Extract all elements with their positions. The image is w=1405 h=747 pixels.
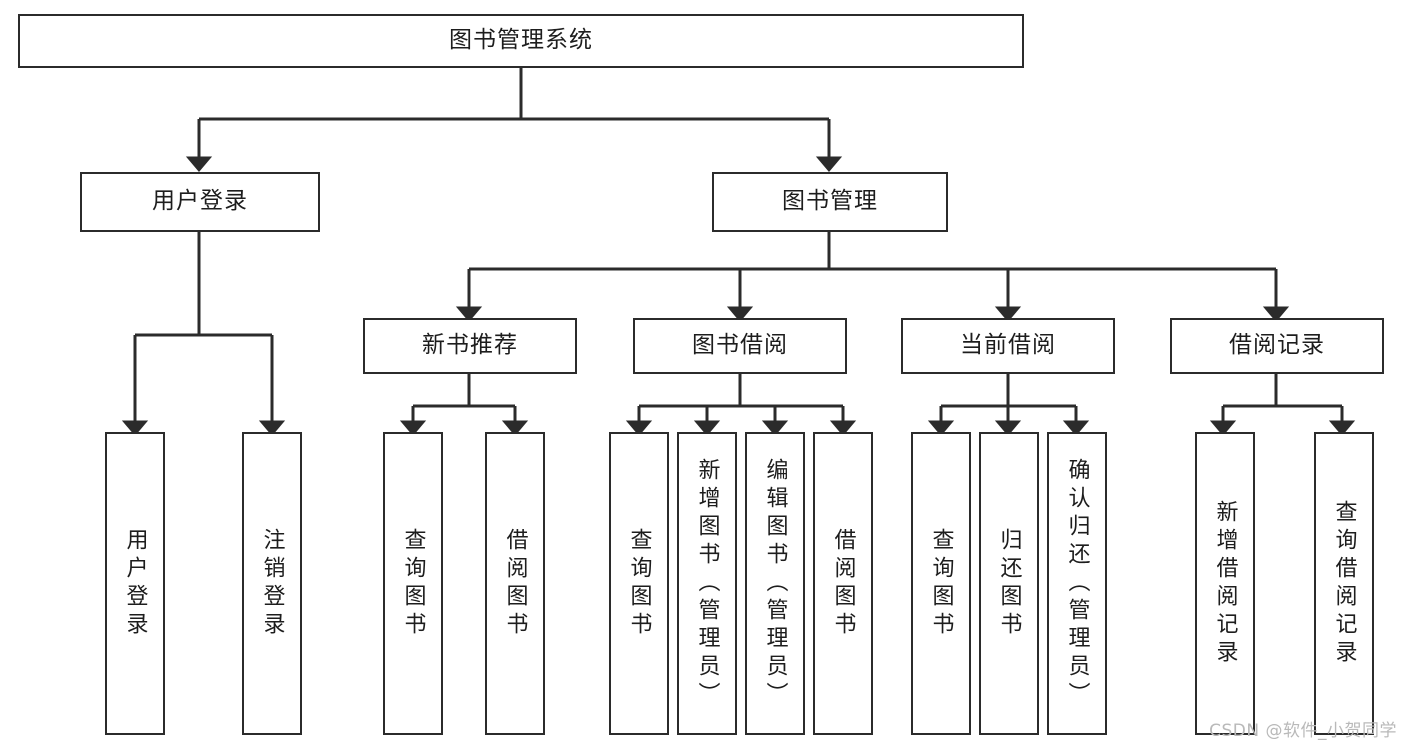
leaf-current-confirm-return[interactable]: 确认归还（管理员） <box>1047 432 1107 735</box>
node-new-book-recommend[interactable]: 新书推荐 <box>363 318 577 374</box>
leaf-label: 新增借阅记录 <box>1212 499 1238 668</box>
leaf-label: 查询图书 <box>626 527 652 640</box>
node-book-borrow-label: 图书借阅 <box>692 332 788 359</box>
leaf-label: 编辑图书（管理员） <box>762 457 788 710</box>
node-new-book-recommend-label: 新书推荐 <box>422 332 518 359</box>
node-user-login[interactable]: 用户登录 <box>80 172 320 232</box>
node-borrow-record-label: 借阅记录 <box>1229 332 1325 359</box>
leaf-label: 查询图书 <box>928 527 954 640</box>
node-root[interactable]: 图书管理系统 <box>18 14 1024 68</box>
leaf-borrow-edit-book[interactable]: 编辑图书（管理员） <box>745 432 805 735</box>
leaf-label: 借阅图书 <box>502 527 528 640</box>
node-current-borrow[interactable]: 当前借阅 <box>901 318 1115 374</box>
node-book-management[interactable]: 图书管理 <box>712 172 948 232</box>
leaf-user-login-logout[interactable]: 注销登录 <box>242 432 302 735</box>
node-root-label: 图书管理系统 <box>449 27 593 54</box>
leaf-new-book-borrow[interactable]: 借阅图书 <box>485 432 545 735</box>
node-book-management-label: 图书管理 <box>782 188 878 215</box>
node-current-borrow-label: 当前借阅 <box>960 332 1056 359</box>
leaf-label: 查询借阅记录 <box>1331 499 1357 668</box>
csdn-watermark: CSDN @软件_小贺同学 <box>1209 721 1397 741</box>
leaf-label: 查询图书 <box>400 527 426 640</box>
leaf-label: 借阅图书 <box>830 527 856 640</box>
node-user-login-label: 用户登录 <box>152 188 248 215</box>
leaf-new-book-query[interactable]: 查询图书 <box>383 432 443 735</box>
leaf-borrow-query-book[interactable]: 查询图书 <box>609 432 669 735</box>
leaf-user-login-login[interactable]: 用户登录 <box>105 432 165 735</box>
leaf-record-add[interactable]: 新增借阅记录 <box>1195 432 1255 735</box>
leaf-current-return-book[interactable]: 归还图书 <box>979 432 1039 735</box>
leaf-label: 注销登录 <box>259 527 285 640</box>
leaf-label: 确认归还（管理员） <box>1064 457 1090 710</box>
leaf-borrow-borrow-book[interactable]: 借阅图书 <box>813 432 873 735</box>
node-book-borrow[interactable]: 图书借阅 <box>633 318 847 374</box>
leaf-current-query-book[interactable]: 查询图书 <box>911 432 971 735</box>
leaf-label: 用户登录 <box>122 527 148 640</box>
leaf-label: 归还图书 <box>996 527 1022 640</box>
leaf-record-query[interactable]: 查询借阅记录 <box>1314 432 1374 735</box>
node-borrow-record[interactable]: 借阅记录 <box>1170 318 1384 374</box>
leaf-label: 新增图书（管理员） <box>694 457 720 710</box>
leaf-borrow-add-book[interactable]: 新增图书（管理员） <box>677 432 737 735</box>
